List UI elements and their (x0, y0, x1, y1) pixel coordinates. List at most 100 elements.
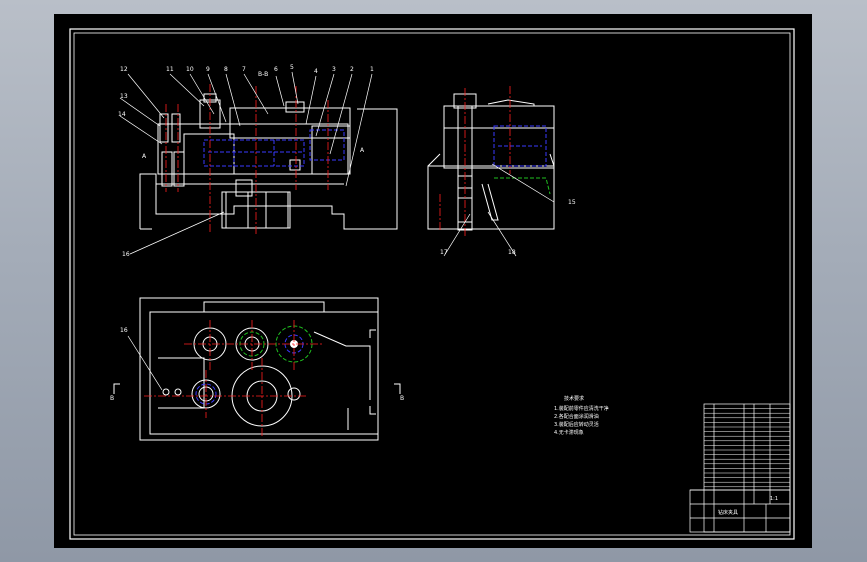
bolt-14 (171, 113, 181, 143)
top-leaders (127, 335, 163, 391)
callout-2: 2 (350, 66, 354, 73)
side-cut-marks (369, 329, 376, 415)
front-view-hidden (203, 129, 345, 167)
callout-6: 6 (274, 66, 278, 73)
upper-left-block (183, 133, 235, 175)
side-top-plate (443, 105, 555, 129)
side-lever (481, 183, 499, 221)
top-view (113, 297, 401, 441)
callout-17: 17 (440, 249, 448, 256)
parts-list-rows (704, 408, 790, 488)
side-top-ring (487, 99, 535, 106)
leader-8 (225, 73, 241, 127)
notes-line-4: 4.无卡滞现象 (554, 429, 584, 436)
boss-right (265, 191, 289, 229)
cut-label-left: B (110, 395, 114, 402)
small-hole (287, 387, 301, 401)
front-view (139, 93, 398, 230)
callout-7: 7 (242, 66, 246, 73)
hidden-gear-lines (208, 140, 302, 166)
side-view-hidden (493, 125, 547, 167)
side-view-gear (494, 177, 551, 195)
leader-1 (345, 73, 373, 187)
leader-17 (443, 213, 471, 257)
callout-16-front: 16 (122, 251, 130, 258)
leader-13 (119, 97, 161, 127)
top-view-centers (144, 320, 324, 436)
base-outline (139, 108, 398, 230)
leader-16-top (127, 335, 163, 391)
leader-3 (315, 73, 335, 137)
side-leaders (443, 163, 555, 257)
side-labels: 15 17 18 (440, 199, 576, 256)
inner-frame (73, 32, 791, 536)
nut-5 (285, 101, 305, 113)
side-chamfers (427, 153, 555, 167)
callout-15: 15 (568, 199, 576, 206)
side-gear-outline (494, 177, 551, 195)
callout-12: 12 (120, 66, 128, 73)
leader-16 (129, 211, 225, 255)
callout-14: 14 (118, 111, 126, 118)
notes-title: 技术要求 (564, 395, 584, 402)
upper-body (157, 123, 349, 175)
top-plate (229, 107, 351, 139)
front-view-centers (165, 84, 329, 234)
title-box (689, 489, 791, 533)
pin-hole-a (162, 388, 170, 396)
boss-left (225, 191, 249, 229)
callout-5: 5 (290, 64, 294, 71)
callout-1: 1 (370, 66, 374, 73)
outer-frame (69, 28, 795, 540)
notes-line-3: 3.装配后应转动灵活 (554, 421, 599, 428)
section-marker-left: A (142, 153, 147, 160)
leader-18 (487, 211, 517, 257)
cad-drawing: 12 11 10 9 8 7 B-B 6 5 4 3 2 1 13 14 16 … (69, 28, 795, 540)
callout-8: 8 (224, 66, 228, 73)
drawing-name: 钻床夹具 (718, 509, 738, 516)
leader-5 (291, 71, 299, 105)
hidden-clamp (309, 129, 345, 161)
leader-9 (207, 73, 227, 123)
hidden-gear-cavity (203, 139, 305, 167)
title-block-text: 钻床夹具 1:1 (718, 496, 778, 516)
leader-14 (119, 115, 163, 145)
callout-3: 3 (332, 66, 336, 73)
stud-left (161, 151, 173, 187)
title-block (689, 403, 791, 533)
top-labels: 16 B B (110, 327, 404, 402)
section-label-bb: B-B (258, 71, 268, 78)
parts-list-frame (703, 403, 791, 533)
front-labels: 12 11 10 9 8 7 B-B 6 5 4 3 2 1 13 14 16 … (118, 64, 374, 258)
technical-notes: 技术要求 1.装配前零件应清洗干净 2.各配合面涂润滑油 3.装配后应转动灵活 … (554, 395, 609, 436)
leader-7 (243, 73, 269, 115)
leader-15 (491, 163, 555, 203)
sheet-border (69, 28, 795, 540)
top-left-pocket (158, 357, 205, 409)
top-inner (149, 311, 379, 435)
leader-4 (305, 75, 317, 125)
top-right-step (313, 331, 371, 400)
notes-line-2: 2.各配合面涂润滑油 (554, 413, 599, 420)
callout-9: 9 (206, 66, 210, 73)
top-view-hidden (195, 334, 304, 405)
section-marker-right: A (360, 147, 365, 154)
top-rib (203, 301, 325, 312)
callout-13: 13 (120, 93, 128, 100)
callout-16-top: 16 (120, 327, 128, 334)
callout-11: 11 (166, 66, 174, 73)
notes-line-1: 1.装配前零件应清洗干净 (554, 405, 609, 412)
leader-12 (127, 73, 165, 119)
stud-right (173, 151, 185, 187)
leader-6 (275, 75, 285, 107)
leader-2 (329, 73, 353, 155)
callout-10: 10 (186, 66, 194, 73)
pin-hole-b (174, 388, 182, 396)
callout-18: 18 (508, 249, 516, 256)
bolt-13 (159, 113, 169, 143)
side-view (427, 93, 555, 231)
leader-11 (169, 73, 205, 107)
drawing-sheet: 12 11 10 9 8 7 B-B 6 5 4 3 2 1 13 14 16 … (54, 14, 812, 548)
drawing-scale: 1:1 (770, 496, 778, 502)
